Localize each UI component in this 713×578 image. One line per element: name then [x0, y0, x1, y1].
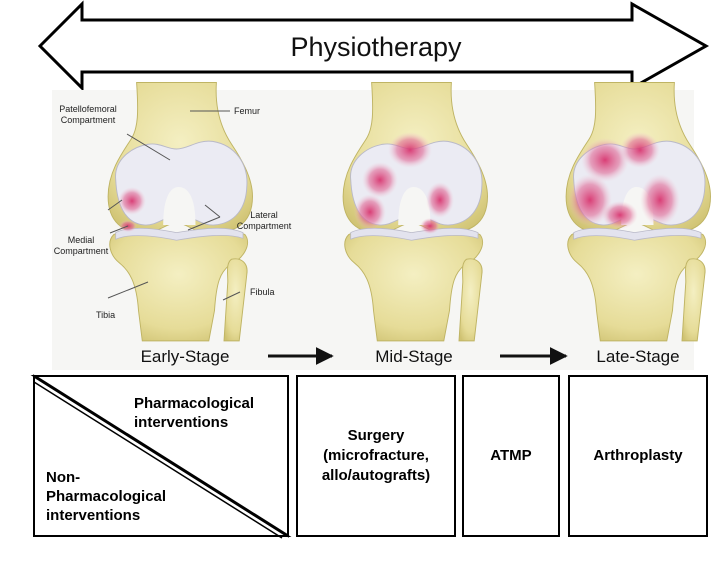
atmp-box: ATMP: [462, 375, 560, 537]
diagonal-divider: [33, 374, 289, 538]
stage-label-mid: Mid-Stage: [375, 347, 452, 366]
pharmacological-label: Pharmacological interventions: [134, 395, 255, 431]
annotation-lines: [107, 110, 241, 301]
label-tibia: Tibia: [96, 310, 115, 320]
physiotherapy-label: Physiotherapy: [290, 32, 462, 62]
atmp-label: ATMP: [490, 447, 532, 464]
label-femur: Femur: [234, 106, 260, 116]
lesions-late: [568, 132, 680, 229]
lesions-early: [118, 187, 146, 232]
surgery-box: Surgery (microfracture, allo/autografts): [296, 375, 456, 537]
stage-label-late: Late-Stage: [596, 347, 679, 366]
label-fibula: Fibula: [250, 287, 275, 297]
surgery-label: Surgery (microfracture, allo/autografts): [321, 427, 431, 484]
physiotherapy-double-arrow: [37, 0, 710, 92]
non-pharmacological-label: Non- Pharmacological interventions: [46, 469, 167, 524]
lesions-mid: [354, 132, 454, 234]
stage-label-early: Early-Stage: [141, 347, 230, 366]
arthroplasty-label: Arthroplasty: [593, 447, 683, 464]
arthroplasty-box: Arthroplasty: [568, 375, 708, 537]
